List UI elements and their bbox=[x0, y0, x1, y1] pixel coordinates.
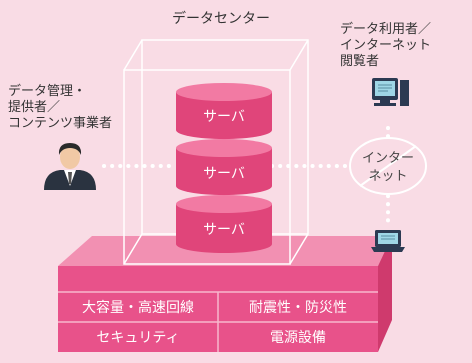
datacenter-title: データセンター bbox=[172, 11, 270, 27]
internet-label-line1: インター bbox=[362, 151, 414, 166]
internet-label-line2: ネット bbox=[368, 169, 407, 184]
server-2: サーバ bbox=[176, 139, 272, 195]
server-label: サーバ bbox=[203, 166, 245, 182]
desktop-computer-icon bbox=[372, 78, 409, 106]
provider-label: データ管理・ 提供者／ コンテンツ事業者 bbox=[8, 84, 112, 132]
feature-power-supply: 電源設備 bbox=[270, 330, 326, 346]
provider-label-line3: コンテンツ事業者 bbox=[8, 116, 113, 131]
cloud-icon: インター ネット bbox=[349, 137, 427, 195]
feature-earthquake-resistance: 耐震性・防災性 bbox=[249, 300, 347, 316]
businessman-icon bbox=[44, 143, 96, 190]
feature-security: セキュリティ bbox=[96, 330, 179, 346]
server-3: サーバ bbox=[176, 195, 272, 253]
laptop-icon bbox=[371, 230, 405, 252]
server-label: サーバ bbox=[203, 109, 245, 125]
provider-label-line1: データ管理・ bbox=[8, 84, 87, 99]
platform-base bbox=[58, 236, 392, 352]
user-label-line2: インターネット bbox=[340, 38, 432, 53]
user-label-line1: データ利用者／ bbox=[340, 22, 432, 37]
provider-label-line2: 提供者／ bbox=[8, 100, 61, 115]
feature-bandwidth: 大容量・高速回線 bbox=[82, 299, 194, 316]
server-label: サーバ bbox=[203, 222, 245, 238]
platform-side-face bbox=[378, 236, 392, 352]
server-1: サーバ bbox=[176, 83, 272, 139]
user-label-line3: 閲覧者 bbox=[340, 54, 380, 69]
user-label: データ利用者／ インターネット 閲覧者 bbox=[340, 22, 431, 70]
